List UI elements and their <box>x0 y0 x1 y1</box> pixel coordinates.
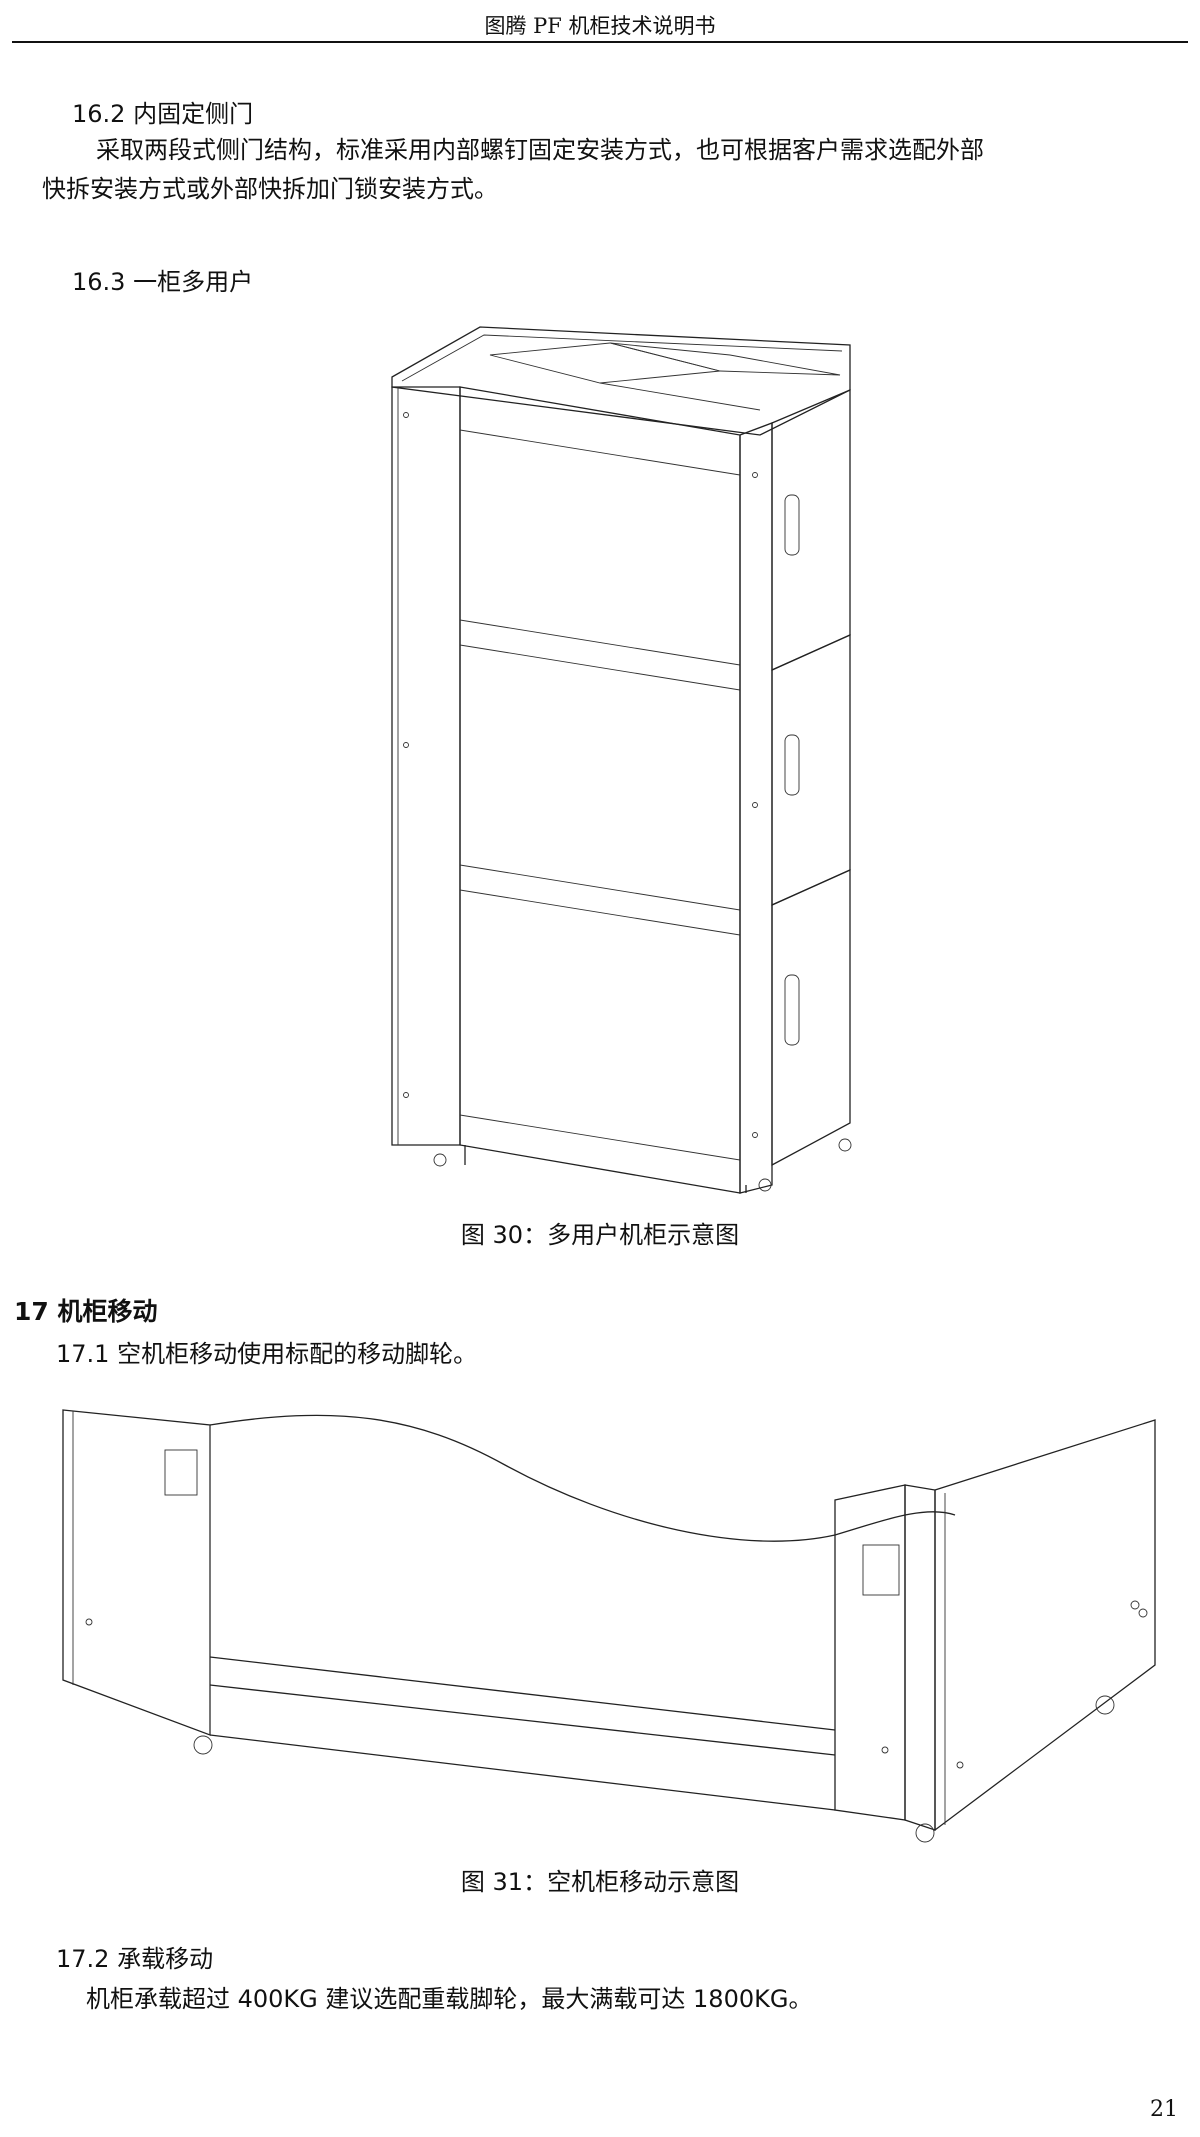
section-17-2-heading: 17.2 承载移动 <box>56 1945 214 1973</box>
section-17-heading: 17 机柜移动 <box>14 1297 158 1326</box>
section-17-1-text: 17.1 空机柜移动使用标配的移动脚轮。 <box>56 1340 478 1368</box>
section-17-2-body: 机柜承载超过 400KG 建议选配重载脚轮，最大满载可达 1800KG。 <box>86 1985 813 2013</box>
header-divider <box>12 41 1188 43</box>
multi-user-cabinet-figure <box>391 326 852 1194</box>
page-number: 21 <box>1150 2097 1178 2122</box>
figure-31-caption: 图 31：空机柜移动示意图 <box>460 1868 740 1896</box>
empty-cabinet-moving-figure <box>62 1409 1156 1843</box>
figure-30-caption: 图 30：多用户机柜示意图 <box>460 1221 740 1249</box>
section-16-2-heading: 16.2 内固定侧门 <box>72 100 254 128</box>
section-16-3-heading: 16.3 一柜多用户 <box>72 268 254 296</box>
document-header-title: 图腾 PF 机柜技术说明书 <box>484 14 716 38</box>
section-16-2-body-line2: 快拆安装方式或外部快拆加门锁安装方式。 <box>42 175 498 203</box>
section-16-2-body-line1: 采取两段式侧门结构，标准采用内部螺钉固定安装方式，也可根据客户需求选配外部 <box>96 136 984 164</box>
